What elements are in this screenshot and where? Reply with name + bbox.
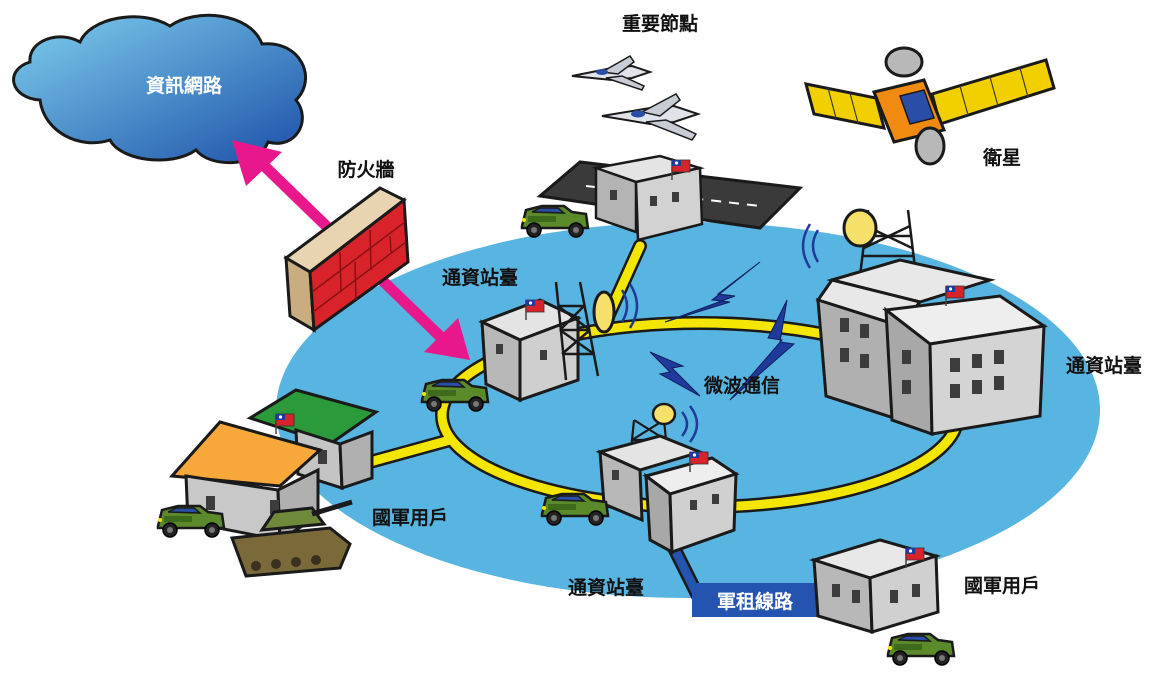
label-station-left: 通資站臺: [442, 266, 518, 289]
label-station-bottom: 通資站臺: [568, 576, 644, 599]
label-station-right: 通資站臺: [1066, 354, 1142, 377]
label-microwave: 微波通信: [703, 374, 780, 397]
firewall-icon: [283, 186, 410, 333]
humvee-icon: [886, 632, 956, 667]
cloud-icon: [12, 13, 307, 164]
leased-line: [663, 536, 821, 617]
jet-icon: [571, 55, 702, 141]
building-bottom-node: [595, 402, 740, 555]
tank-icon: [229, 499, 353, 578]
label-user-left: 國軍用戶: [372, 506, 448, 529]
building-user-right: [808, 538, 942, 635]
lightning-icon: [649, 261, 796, 401]
building-right-node: [815, 208, 1048, 437]
label-important-node: 重要節點: [622, 12, 698, 35]
building-left-node: [478, 281, 616, 403]
building-top-node: [536, 154, 804, 242]
label-firewall: 防火牆: [337, 158, 394, 181]
satellite-icon: [803, 46, 1056, 166]
label-info-network: 資訊網路: [146, 74, 223, 97]
label-leased-line: 軍租線路: [717, 590, 794, 613]
label-satellite: 衛星: [982, 146, 1021, 169]
signal-waves-icon: [620, 223, 820, 443]
radar-tower-icon: [554, 281, 600, 381]
label-user-right: 國軍用戶: [964, 574, 1040, 597]
